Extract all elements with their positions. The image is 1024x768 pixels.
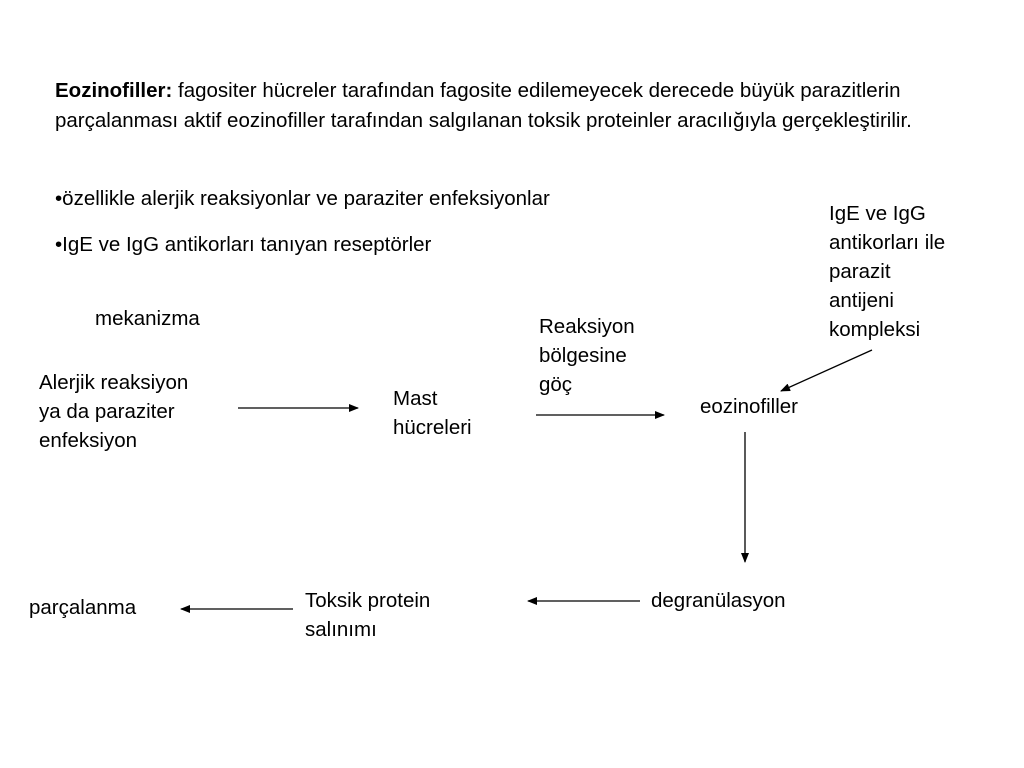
node-migration: Reaksiyon bölgesine göç bbox=[539, 315, 635, 396]
mechanism-label: mekanizma bbox=[95, 307, 200, 330]
bullet-receptors: •IgE ve IgG antikorları tanıyan reseptör… bbox=[55, 233, 432, 256]
node-mast-cells: Mast hücreleri bbox=[393, 387, 472, 439]
bullet-allergic-parasitic: •özellikle alerjik reaksiyonlar ve paraz… bbox=[55, 187, 550, 210]
node-eosinophils: eozinofiller bbox=[700, 395, 798, 418]
arrow-complex-to-eosinophils bbox=[780, 349, 873, 392]
node-breakdown: parçalanma bbox=[29, 596, 137, 619]
node-toxic-protein-release: Toksik protein salınımı bbox=[305, 589, 431, 641]
node-degranulation: degranülasyon bbox=[651, 589, 786, 612]
intro-paragraph: Eozinofiller: fagositer hücreler tarafın… bbox=[55, 76, 955, 136]
node-trigger: Alerjik reaksiyon ya da paraziter enfeks… bbox=[39, 371, 189, 452]
node-ige-igg-complex: IgE ve IgG antikorları ile parazit antij… bbox=[829, 202, 946, 341]
intro-term: Eozinofiller: bbox=[55, 79, 173, 102]
intro-text: fagositer hücreler tarafından fagosite e… bbox=[55, 79, 912, 132]
